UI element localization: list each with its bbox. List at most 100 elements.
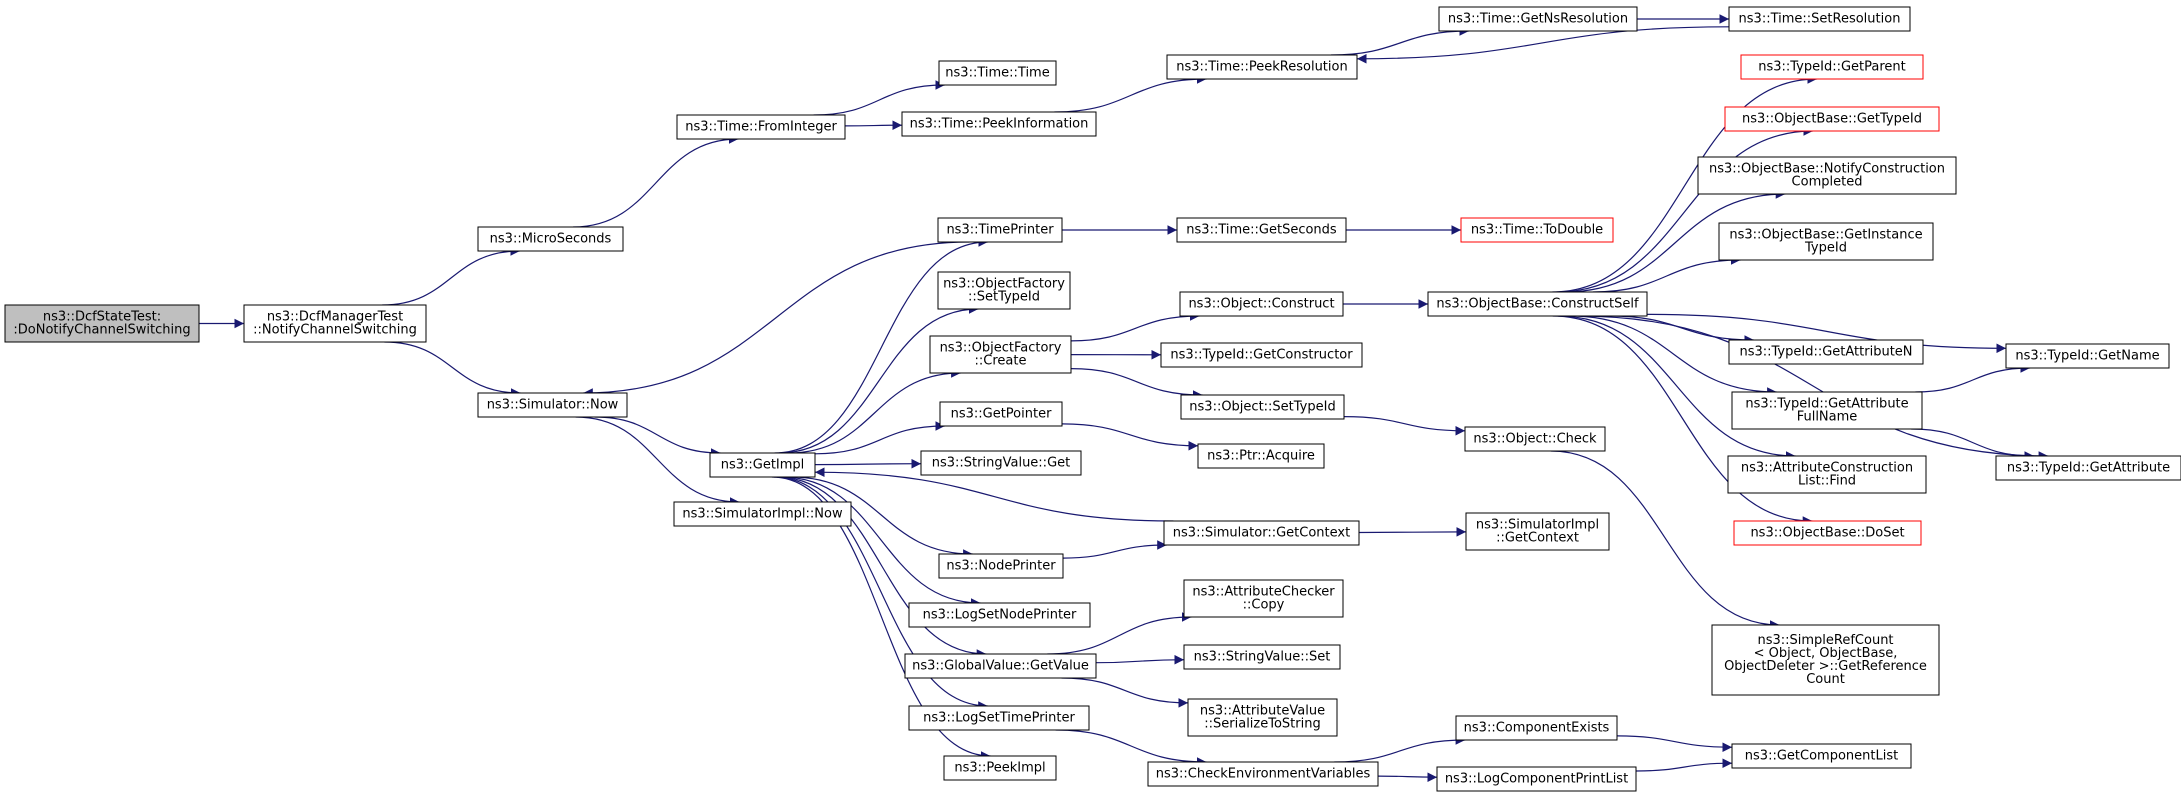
node-label: ns3::CheckEnvironmentVariables (1156, 767, 1371, 782)
node-fromint[interactable]: ns3::Time::FromInteger (676, 114, 846, 140)
node-box (1176, 217, 1347, 243)
node-box (1197, 443, 1325, 469)
node-box (1697, 156, 1957, 195)
node-obconstructself[interactable]: ns3::ObjectBase::ConstructSelf (1427, 291, 1648, 317)
node-box (709, 452, 816, 478)
node-label: ns3::TypeId::GetParent (1758, 60, 1906, 75)
node-setres[interactable]: ns3::Time::SetResolution (1728, 6, 1911, 32)
node-objsettype[interactable]: ns3::Object::SetTypeId (1180, 394, 1345, 420)
call-edge-getimpl-to-nodeprinter (790, 476, 973, 559)
node-label: ns3::AttributeConstruction (1741, 461, 1913, 476)
node-logsetnode[interactable]: ns3::LogSetNodePrinter (908, 602, 1091, 628)
node-peekinfo[interactable]: ns3::Time::PeekInformation (901, 111, 1097, 137)
node-label: ns3::Object::Construct (1188, 297, 1334, 312)
node-ofsettype[interactable]: ns3::ObjectFactory::SetTypeId (937, 271, 1071, 310)
call-edge-simgetctx-to-simimplctx (1358, 527, 1467, 537)
node-box (908, 602, 1091, 628)
node-simgetctx[interactable]: ns3::Simulator::GetContext (1163, 520, 1360, 546)
node-strget[interactable]: ns3::StringValue::Get (920, 450, 1082, 476)
call-edge-obconstructself-to-getname (1646, 313, 2007, 354)
node-box (1460, 217, 1614, 243)
node-label: ns3::Time::Time (945, 66, 1049, 81)
node-checkenv[interactable]: ns3::CheckEnvironmentVariables (1147, 761, 1379, 787)
node-simimplnow[interactable]: ns3::SimulatorImpl::Now (673, 501, 852, 527)
node-getcomplist[interactable]: ns3::GetComponentList (1731, 743, 1912, 769)
node-todouble[interactable]: ns3::Time::ToDouble (1460, 217, 1614, 243)
node-compexists[interactable]: ns3::ComponentExists (1455, 715, 1618, 741)
node-getimpl[interactable]: ns3::GetImpl (709, 452, 816, 478)
node-label: ns3::Time::PeekResolution (1176, 60, 1347, 75)
node-logsettime[interactable]: ns3::LogSetTimePrinter (908, 705, 1090, 731)
node-box (1160, 342, 1363, 368)
call-edges (199, 14, 2049, 782)
call-edge-dcfmgr-to-simnow (384, 341, 521, 398)
node-peekres[interactable]: ns3::Time::PeekResolution (1166, 54, 1358, 80)
node-root[interactable]: ns3::DcfStateTest::DoNotifyChannelSwitch… (4, 304, 200, 343)
node-dcfmgr[interactable]: ns3::DcfManagerTest::NotifyChannelSwitch… (243, 304, 427, 343)
node-box (1718, 222, 1934, 261)
node-label: ns3::TypeId::GetAttributeN (1739, 345, 1912, 360)
node-ptracq[interactable]: ns3::Ptr::Acquire (1197, 443, 1325, 469)
node-obgettype[interactable]: ns3::ObjectBase::GetTypeId (1724, 106, 1940, 132)
node-label: ::Copy (1243, 598, 1285, 613)
node-box (673, 501, 852, 527)
node-getparent[interactable]: ns3::TypeId::GetParent (1740, 54, 1924, 80)
call-edge-objsettype-to-objcheck (1343, 416, 1466, 436)
node-avser[interactable]: ns3::AttributeValue::SerializeToString (1187, 698, 1338, 737)
node-box (1455, 715, 1618, 741)
node-objconstruct[interactable]: ns3::Object::Construct (1179, 291, 1344, 317)
node-logcomp[interactable]: ns3::LogComponentPrintList (1436, 766, 1637, 792)
call-edge-peekres-to-getns (1330, 26, 1470, 56)
call-edge-compexists-to-getcomplist (1616, 735, 1733, 752)
node-label: ObjectDeleter >::GetReference (1724, 659, 1927, 674)
node-label: ns3::LogSetTimePrinter (923, 711, 1075, 726)
call-nodes: ns3::DcfStateTest::DoNotifyChannelSwitch… (4, 6, 2181, 792)
node-label: ns3::Time::SetResolution (1739, 12, 1901, 27)
node-obdoset[interactable]: ns3::ObjectBase::DoSet (1733, 520, 1922, 546)
node-nodeprinter[interactable]: ns3::NodePrinter (938, 553, 1064, 579)
call-edge-gvget-to-avser (1061, 677, 1189, 708)
node-time[interactable]: ns3::Time::Time (938, 60, 1057, 86)
call-edge-fromint-to-time (813, 80, 945, 116)
node-getattrn[interactable]: ns3::TypeId::GetAttributeN (1728, 339, 1924, 365)
node-ofcreate[interactable]: ns3::ObjectFactory::Create (929, 335, 1072, 374)
node-label: FullName (1797, 410, 1858, 425)
node-label: ns3::SimulatorImpl (1476, 518, 1599, 533)
node-gvget[interactable]: ns3::GlobalValue::GetValue (904, 653, 1097, 679)
call-edge-obconstructself-to-getparent (1552, 74, 1818, 293)
node-getname[interactable]: ns3::TypeId::GetName (2005, 343, 2170, 369)
node-micro[interactable]: ns3::MicroSeconds (477, 226, 624, 252)
node-objcheck[interactable]: ns3::Object::Check (1464, 426, 1606, 452)
node-getpointer[interactable]: ns3::GetPointer (939, 401, 1063, 427)
node-box (243, 304, 427, 343)
node-getattr[interactable]: ns3::TypeId::GetAttribute (1995, 455, 2181, 481)
node-label: ns3::Simulator::Now (487, 398, 619, 413)
call-edge-obconstructself-to-getattr (1577, 315, 2049, 461)
call-edge-nodeprinter-to-simgetctx (1062, 540, 1167, 559)
node-getseconds[interactable]: ns3::Time::GetSeconds (1176, 217, 1347, 243)
node-label: ::SerializeToString (1204, 717, 1320, 732)
node-timeprinter[interactable]: ns3::TimePrinter (937, 217, 1063, 243)
node-box (1187, 698, 1338, 737)
node-box (1724, 106, 1940, 132)
node-getctor[interactable]: ns3::TypeId::GetConstructor (1160, 342, 1363, 368)
call-edge-dcfmgr-to-micro (382, 246, 520, 306)
node-getns[interactable]: ns3::Time::GetNsResolution (1438, 6, 1638, 32)
call-edge-checkenv-to-compexists (1334, 735, 1466, 763)
node-obnotify[interactable]: ns3::ObjectBase::NotifyConstructionCompl… (1697, 156, 1957, 195)
node-box (1183, 644, 1341, 670)
node-strset[interactable]: ns3::StringValue::Set (1183, 644, 1341, 670)
node-peekimpl[interactable]: ns3::PeekImpl (943, 755, 1057, 781)
node-simpleref[interactable]: ns3::SimpleRefCount< Object, ObjectBase,… (1711, 624, 1940, 696)
node-acopy[interactable]: ns3::AttributeChecker::Copy (1183, 579, 1344, 618)
node-label: Completed (1792, 175, 1863, 190)
node-simimplctx[interactable]: ns3::SimulatorImpl::GetContext (1465, 512, 1610, 551)
call-edge-objcheck-to-simpleref (1550, 450, 1780, 630)
node-simnow[interactable]: ns3::Simulator::Now (477, 392, 628, 418)
node-label: ns3::TypeId::GetConstructor (1170, 348, 1353, 363)
call-edge-gvget-to-acopy (1047, 612, 1192, 655)
node-box (1464, 426, 1606, 452)
